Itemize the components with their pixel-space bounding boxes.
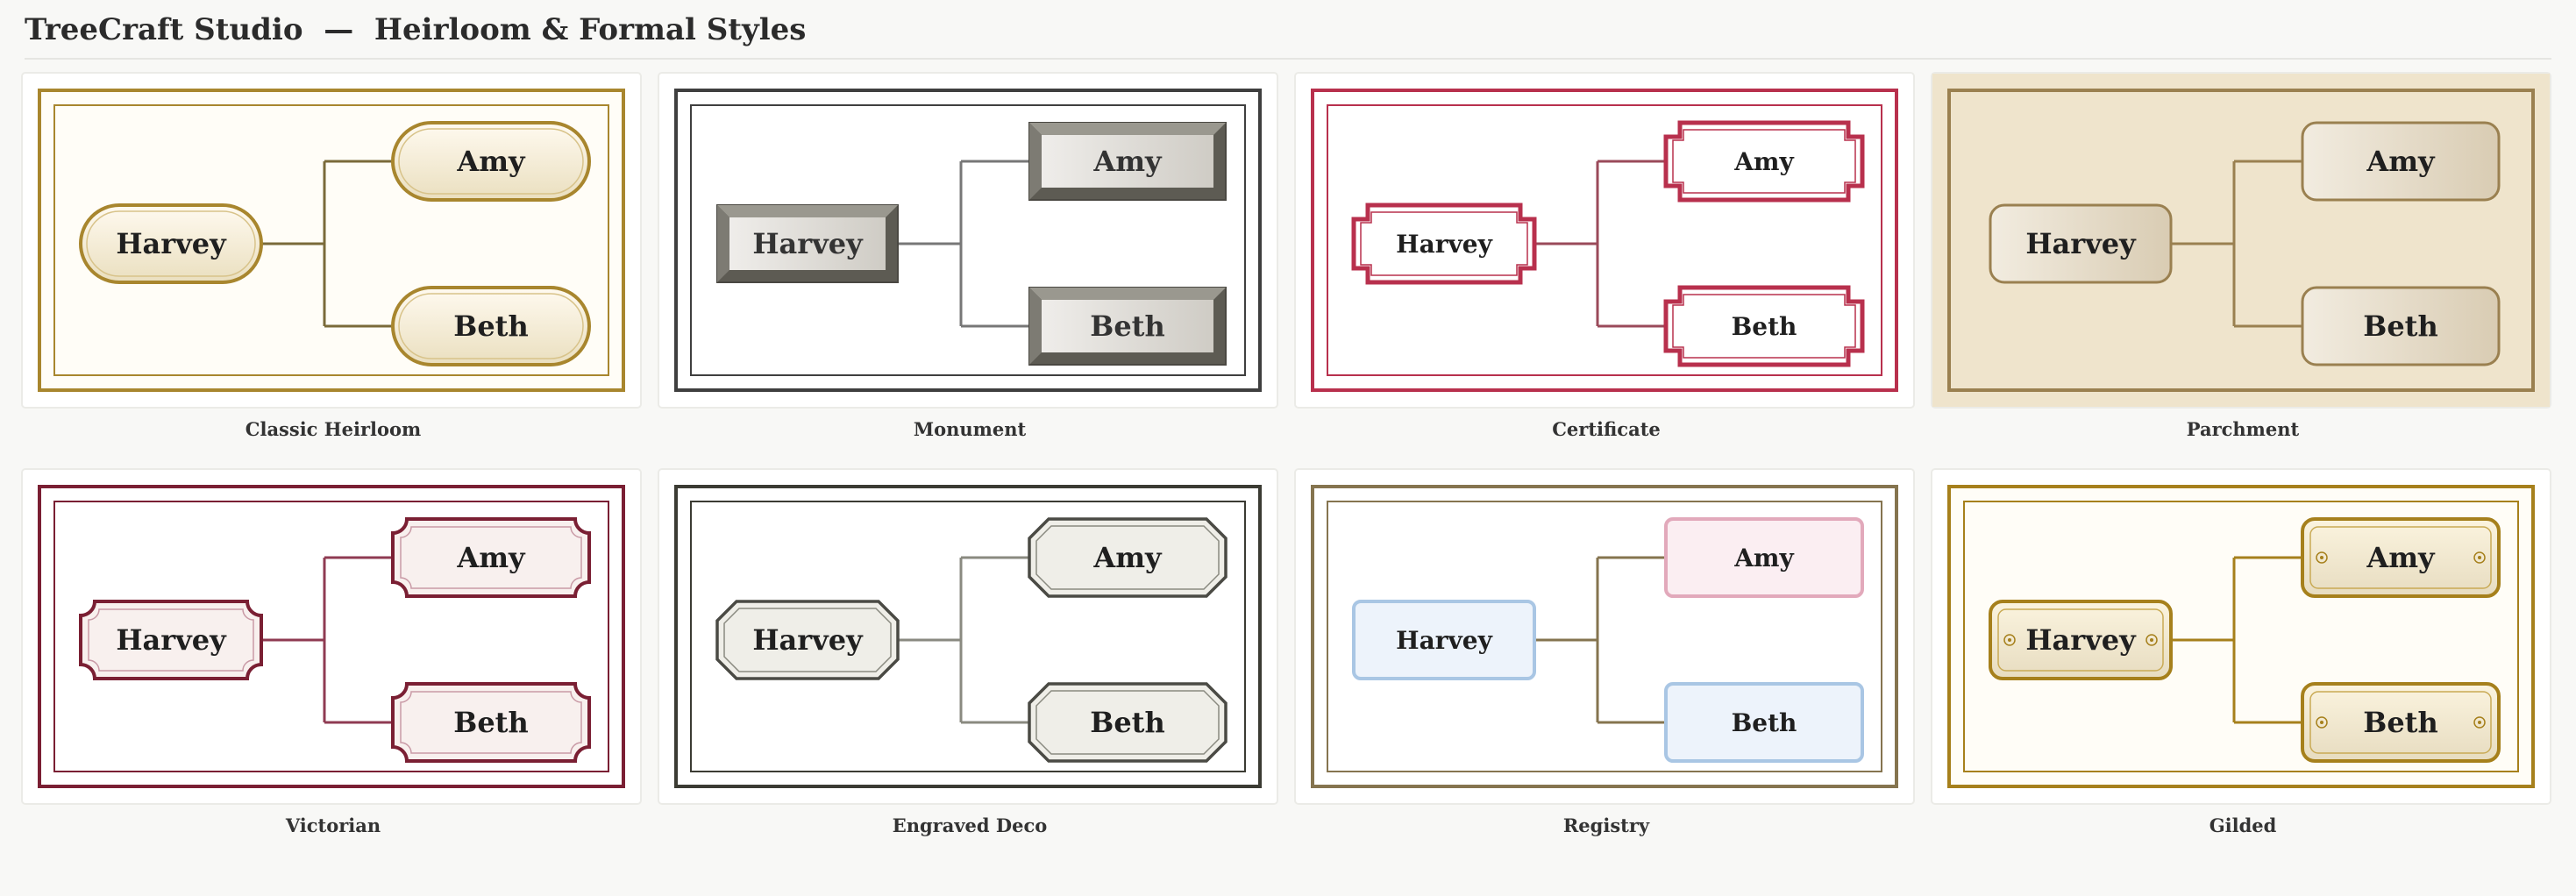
ornament-left-icon xyxy=(2003,634,2016,646)
node-amy[interactable]: Amy xyxy=(391,517,591,598)
style-caption-registry: Registry xyxy=(1562,814,1650,836)
node-label-harvey: Harvey xyxy=(1396,230,1492,259)
node-label-amy: Amy xyxy=(1092,145,1163,178)
node-label-amy: Amy xyxy=(456,145,526,178)
node-harvey[interactable]: Harvey xyxy=(79,600,263,680)
node-amy[interactable]: Amy xyxy=(2301,121,2501,202)
node-label-amy: Amy xyxy=(1092,541,1163,574)
node-harvey[interactable]: Harvey xyxy=(1352,600,1536,680)
node-harvey[interactable]: Harvey xyxy=(1351,203,1537,285)
title-separator: — xyxy=(324,12,354,47)
node-amy[interactable]: Amy xyxy=(1028,122,1227,201)
node-label-beth: Beth xyxy=(2363,706,2437,739)
node-label-beth: Beth xyxy=(1090,309,1164,343)
node-amy[interactable]: Amy xyxy=(391,121,591,202)
node-harvey[interactable]: Harvey xyxy=(715,600,900,680)
style-caption-victorian: Victorian xyxy=(285,814,381,836)
node-label-harvey: Harvey xyxy=(752,623,864,657)
node-label-harvey: Harvey xyxy=(1396,626,1492,655)
node-label-beth: Beth xyxy=(1090,706,1164,739)
node-label-harvey: Harvey xyxy=(116,227,227,260)
app-name: TreeCraft Studio xyxy=(25,12,303,47)
style-caption-monument: Monument xyxy=(913,418,1027,440)
node-label-amy: Amy xyxy=(456,541,526,574)
app-subtitle: Heirloom & Formal Styles xyxy=(374,12,807,47)
tree-connectors xyxy=(898,160,1029,328)
node-beth[interactable]: Beth xyxy=(1663,285,1865,367)
ornament-left-icon xyxy=(2316,716,2328,729)
tree-connectors xyxy=(261,160,393,328)
ornament-right-icon xyxy=(2145,634,2158,646)
node-label-amy: Amy xyxy=(1733,544,1794,572)
node-label-beth: Beth xyxy=(1732,312,1797,341)
node-beth[interactable]: Beth xyxy=(1028,287,1227,366)
page-title: TreeCraft Studio — Heirloom & Formal Sty… xyxy=(25,12,806,47)
node-beth[interactable]: Beth xyxy=(391,286,591,366)
ornament-left-icon xyxy=(2316,551,2328,564)
node-harvey[interactable]: Harvey xyxy=(1989,600,2173,680)
node-label-harvey: Harvey xyxy=(752,227,864,260)
node-beth[interactable]: Beth xyxy=(1028,682,1228,763)
node-label-amy: Amy xyxy=(2366,145,2436,178)
node-harvey[interactable]: Harvey xyxy=(79,203,263,284)
tree-connectors xyxy=(2171,556,2302,724)
ornament-right-icon xyxy=(2473,551,2486,564)
tree-connectors xyxy=(1534,556,1666,724)
node-label-beth: Beth xyxy=(453,309,528,343)
node-label-harvey: Harvey xyxy=(2025,227,2137,260)
node-harvey[interactable]: Harvey xyxy=(1989,203,2173,284)
node-label-amy: Amy xyxy=(1733,147,1794,176)
node-beth[interactable]: Beth xyxy=(1664,682,1864,763)
node-beth[interactable]: Beth xyxy=(2301,286,2501,366)
node-beth[interactable]: Beth xyxy=(391,682,591,763)
ornament-right-icon xyxy=(2473,716,2486,729)
node-amy[interactable]: Amy xyxy=(1663,120,1865,203)
node-label-beth: Beth xyxy=(1732,708,1797,737)
node-beth[interactable]: Beth xyxy=(2301,682,2501,763)
tree-connectors xyxy=(1534,160,1666,328)
node-amy[interactable]: Amy xyxy=(2301,517,2501,598)
style-caption-gilded: Gilded xyxy=(2209,814,2277,836)
title-divider xyxy=(25,58,2551,60)
style-caption-certificate: Certificate xyxy=(1552,418,1661,440)
tree-connectors xyxy=(261,556,393,724)
node-harvey[interactable]: Harvey xyxy=(716,204,899,283)
node-label-beth: Beth xyxy=(2363,309,2437,343)
node-amy[interactable]: Amy xyxy=(1664,517,1864,598)
tree-connectors xyxy=(2171,160,2302,328)
style-caption-classic-heirloom: Classic Heirloom xyxy=(245,418,422,440)
node-label-amy: Amy xyxy=(2366,541,2436,574)
style-caption-parchment: Parchment xyxy=(2186,418,2300,440)
tree-connectors xyxy=(898,556,1029,724)
style-caption-engraved-deco: Engraved Deco xyxy=(892,814,1048,836)
node-amy[interactable]: Amy xyxy=(1028,517,1228,598)
node-label-beth: Beth xyxy=(453,706,528,739)
node-label-harvey: Harvey xyxy=(116,623,227,657)
node-label-harvey: Harvey xyxy=(2025,623,2137,657)
